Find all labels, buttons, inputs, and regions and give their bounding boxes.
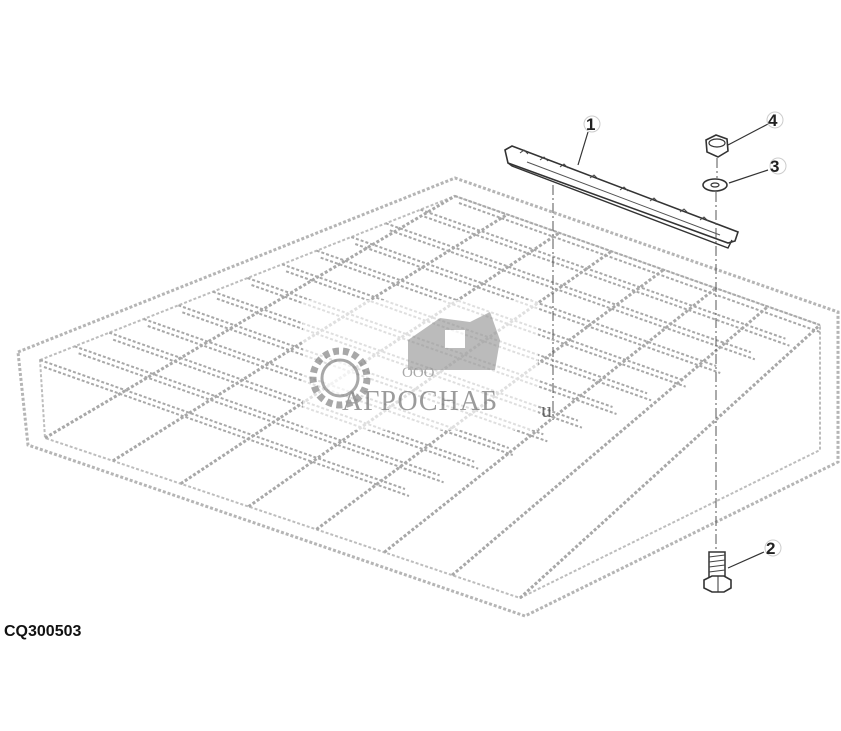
strip-part xyxy=(504,145,740,249)
grate-bar-edge xyxy=(78,352,444,484)
agrosnab-watermark: ООО АГРОСНАБ u xyxy=(303,300,552,430)
grate-bar xyxy=(74,345,440,477)
callout-4: 4 xyxy=(727,111,784,146)
grate-bar xyxy=(281,263,648,395)
grate-bar xyxy=(247,277,613,408)
grate-bar-edge xyxy=(43,366,410,497)
callout-3-number: 3 xyxy=(770,157,779,176)
callout-2-number: 2 xyxy=(766,539,775,558)
grate-bar-edge xyxy=(147,325,514,456)
grate-bar-edge xyxy=(458,202,821,333)
grate-bar-edge xyxy=(354,243,721,374)
grate-bar-edge xyxy=(285,270,652,402)
grate-cross-member xyxy=(451,305,769,577)
grate-bar xyxy=(385,222,752,354)
grate-bar xyxy=(350,236,717,367)
grate-bar xyxy=(108,331,475,463)
callout-1-number: 1 xyxy=(586,115,595,134)
nut-part xyxy=(705,134,729,158)
grate-bar-edge xyxy=(251,284,617,415)
grate-bar-edge xyxy=(112,338,479,470)
assembly-centerlines xyxy=(552,158,718,550)
washer-part xyxy=(702,178,728,192)
grate-cross-member xyxy=(383,286,717,554)
harvester-logo-icon xyxy=(408,312,500,370)
figure-id-label: CQ300503 xyxy=(4,623,82,640)
watermark-company-name: АГРОСНАБ xyxy=(342,386,498,417)
grate-cross-member xyxy=(518,323,822,600)
grate-bar-edge xyxy=(389,229,756,361)
grate-bar xyxy=(454,195,821,326)
grate-bar xyxy=(316,249,682,381)
callout-3: 3 xyxy=(728,157,787,184)
gear-logo-icon xyxy=(309,347,371,409)
grate-bar-edge xyxy=(320,256,686,388)
watermark-suffix: u xyxy=(541,397,552,422)
callout-2: 2 xyxy=(727,539,782,569)
grate-bar xyxy=(39,359,406,490)
grate-bar xyxy=(420,208,786,340)
grate-cross-member xyxy=(44,194,456,440)
callout-1: 1 xyxy=(577,115,601,166)
callout-4-number: 4 xyxy=(768,111,778,130)
grate-bar-edge xyxy=(424,215,790,347)
watermark-company-form: ООО xyxy=(402,365,435,381)
bolt-part xyxy=(703,551,732,593)
